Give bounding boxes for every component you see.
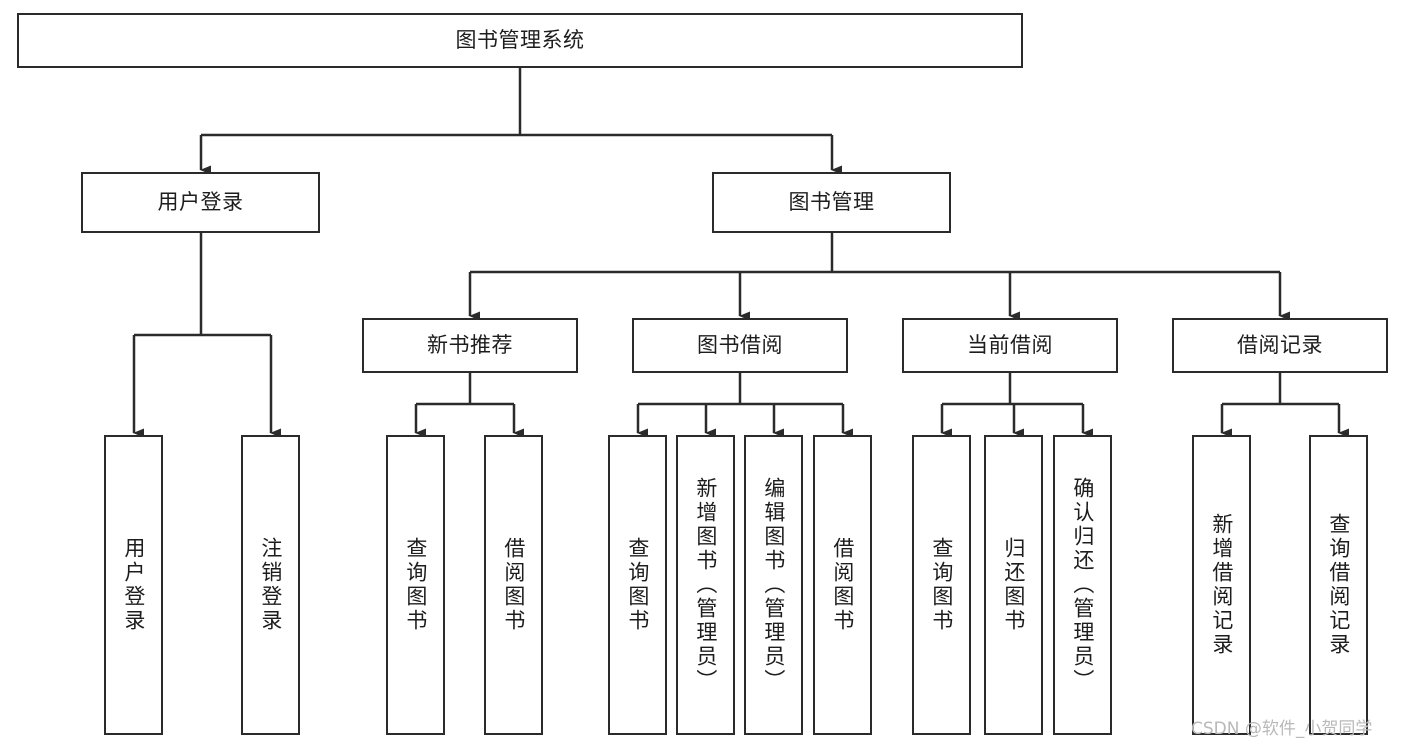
node-label-wrap: 注销登录 xyxy=(258,437,283,733)
node-label-wrap: 借阅图书 xyxy=(830,437,855,733)
node-leaf-query-record[interactable]: 查询借阅记录 xyxy=(1309,435,1368,735)
node-new-book-rec[interactable]: 新书推荐 xyxy=(362,318,578,373)
node-label: 查询图书 xyxy=(403,537,428,633)
node-label-wrap: 编辑图书（管理员） xyxy=(761,437,786,733)
node-label-wrap: 新增图书（管理员） xyxy=(693,437,718,733)
node-label: 新增借阅记录 xyxy=(1209,513,1234,657)
node-label: 图书借阅 xyxy=(697,333,783,358)
node-leaf-add-record[interactable]: 新增借阅记录 xyxy=(1192,435,1251,735)
node-label: 归还图书 xyxy=(1001,537,1026,633)
node-book-manage[interactable]: 图书管理 xyxy=(712,172,951,233)
node-user-login[interactable]: 用户登录 xyxy=(81,172,320,233)
node-label-wrap: 借阅图书 xyxy=(501,437,526,733)
node-label: 借阅图书 xyxy=(830,537,855,633)
node-leaf-edit-book[interactable]: 编辑图书（管理员） xyxy=(744,435,803,735)
node-label-wrap: 查询借阅记录 xyxy=(1326,437,1351,733)
node-label-wrap: 新增借阅记录 xyxy=(1209,437,1234,733)
node-label-wrap: 查询图书 xyxy=(403,437,428,733)
node-label: 当前借阅 xyxy=(967,333,1053,358)
node-leaf-user-login[interactable]: 用户登录 xyxy=(104,435,163,735)
node-label-wrap: 用户登录 xyxy=(121,437,146,733)
node-label-wrap: 查询图书 xyxy=(625,437,650,733)
node-leaf-borrow-book-1[interactable]: 借阅图书 xyxy=(484,435,543,735)
node-label: 查询图书 xyxy=(929,537,954,633)
node-label: 新书推荐 xyxy=(427,333,513,358)
node-leaf-confirm-return[interactable]: 确认归还（管理员） xyxy=(1053,435,1112,735)
node-label: 借阅图书 xyxy=(501,537,526,633)
node-label: 查询图书 xyxy=(625,537,650,633)
node-label: 查询借阅记录 xyxy=(1326,513,1351,657)
node-label: 新增图书（管理员） xyxy=(693,477,718,693)
node-label: 用户登录 xyxy=(121,537,146,633)
node-label: 图书管理系统 xyxy=(455,28,585,53)
csdn-watermark: CSDN @软件_小贺同学 xyxy=(1191,719,1373,739)
node-label-wrap: 归还图书 xyxy=(1001,437,1026,733)
node-book-borrow[interactable]: 图书借阅 xyxy=(632,318,848,373)
node-label: 编辑图书（管理员） xyxy=(761,477,786,693)
node-leaf-query-book-3[interactable]: 查询图书 xyxy=(912,435,971,735)
node-root[interactable]: 图书管理系统 xyxy=(17,13,1023,68)
node-leaf-logout[interactable]: 注销登录 xyxy=(241,435,300,735)
node-label-wrap: 查询图书 xyxy=(929,437,954,733)
node-label: 注销登录 xyxy=(258,537,283,633)
node-label: 图书管理 xyxy=(788,190,875,215)
node-label-wrap: 确认归还（管理员） xyxy=(1070,437,1095,733)
node-label: 确认归还（管理员） xyxy=(1070,477,1095,693)
node-leaf-query-book-2[interactable]: 查询图书 xyxy=(608,435,667,735)
node-leaf-add-book[interactable]: 新增图书（管理员） xyxy=(676,435,735,735)
node-label: 用户登录 xyxy=(157,190,244,215)
edge-layer xyxy=(132,68,1349,438)
node-current-borrow[interactable]: 当前借阅 xyxy=(902,318,1118,373)
node-label: 借阅记录 xyxy=(1237,333,1323,358)
node-leaf-return-book[interactable]: 归还图书 xyxy=(984,435,1043,735)
node-leaf-borrow-book-2[interactable]: 借阅图书 xyxy=(813,435,872,735)
node-leaf-query-book-1[interactable]: 查询图书 xyxy=(386,435,445,735)
node-borrow-record[interactable]: 借阅记录 xyxy=(1172,318,1388,373)
